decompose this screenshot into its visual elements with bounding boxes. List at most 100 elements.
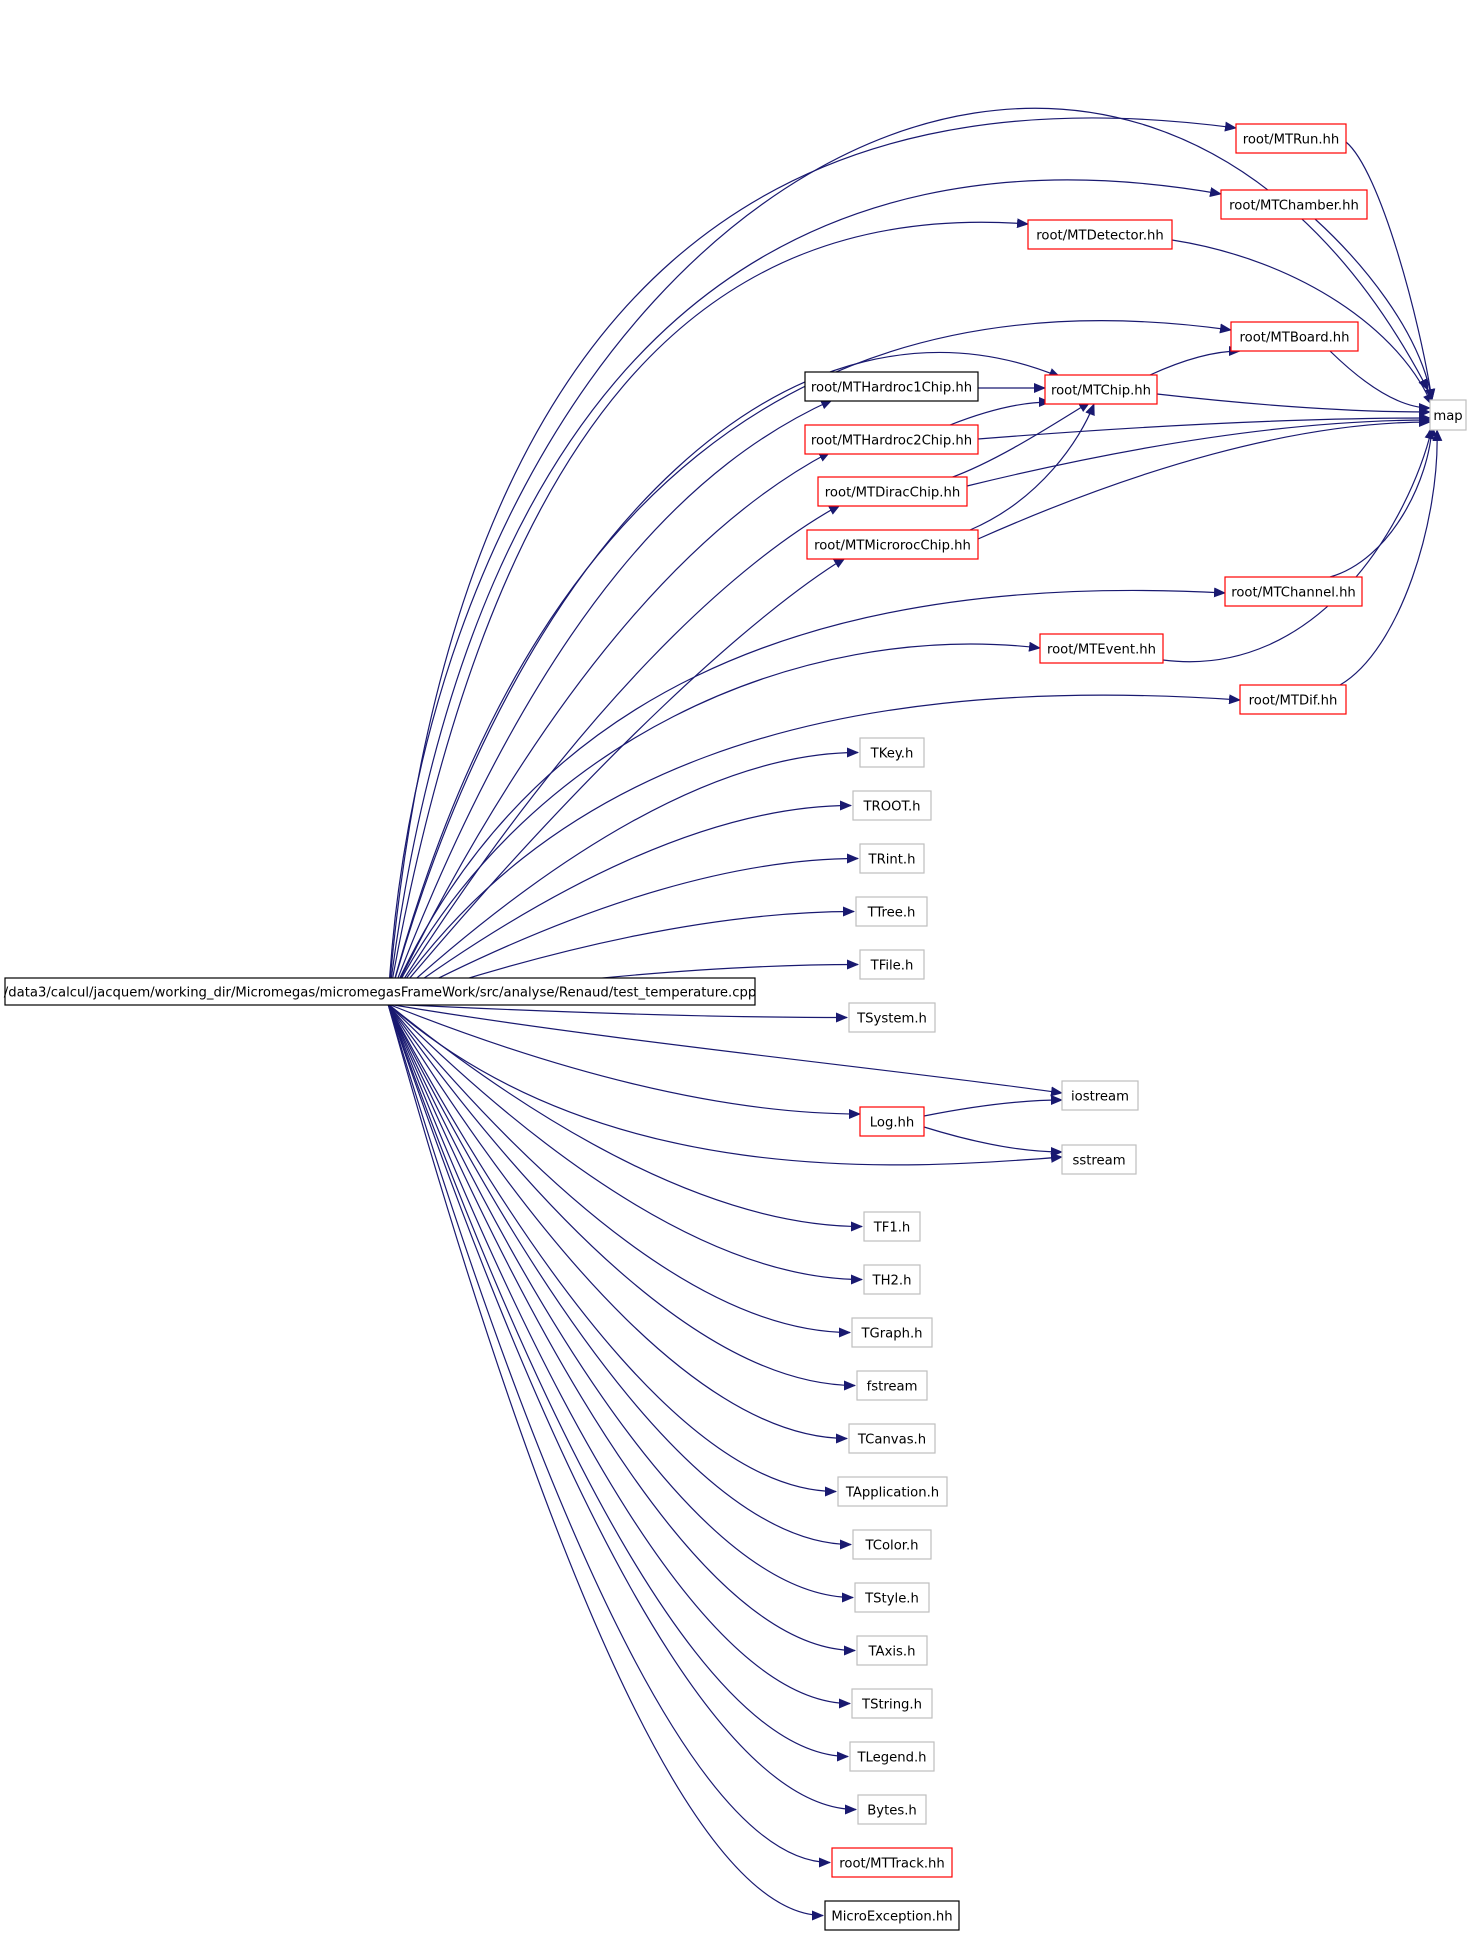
node-iostream[interactable]: iostream bbox=[1061, 1080, 1139, 1111]
node-ttree[interactable]: TTree.h bbox=[855, 896, 928, 927]
edge-mtrun-to-map bbox=[1345, 141, 1436, 401]
node-mtdif[interactable]: root/MTDif.hh bbox=[1239, 684, 1347, 715]
node-box[interactable] bbox=[1220, 189, 1368, 220]
node-tkey[interactable]: TKey.h bbox=[859, 737, 925, 768]
edge-arrow bbox=[387, 1003, 1063, 1166]
node-label: root/MTChamber.hh bbox=[1229, 199, 1359, 214]
node-mtevent[interactable]: root/MTEvent.hh bbox=[1039, 633, 1164, 664]
node-label: TH2.h bbox=[872, 1274, 912, 1289]
edge-arrow bbox=[387, 320, 1232, 1005]
node-tcolor[interactable]: TColor.h bbox=[852, 1529, 932, 1560]
node-box[interactable] bbox=[804, 371, 979, 402]
edge-arrow bbox=[387, 1003, 849, 1762]
node-box[interactable] bbox=[1230, 321, 1359, 352]
node-mthardroc2[interactable]: root/MTHardroc2Chip.hh bbox=[804, 424, 979, 455]
edge-root-to-loghh bbox=[387, 1003, 861, 1119]
node-mtchamber[interactable]: root/MTChamber.hh bbox=[1220, 189, 1368, 220]
node-box[interactable] bbox=[856, 1370, 928, 1401]
edge-arrow bbox=[387, 747, 859, 1005]
node-troot[interactable]: TROOT.h bbox=[852, 790, 932, 821]
node-label: root/MTHardroc1Chip.hh bbox=[811, 381, 972, 396]
node-box[interactable] bbox=[857, 1794, 927, 1825]
node-tcanvas[interactable]: TCanvas.h bbox=[848, 1423, 936, 1454]
node-box[interactable] bbox=[806, 529, 979, 560]
node-box[interactable] bbox=[851, 1688, 933, 1719]
node-trint[interactable]: TRint.h bbox=[859, 843, 925, 874]
node-box[interactable] bbox=[863, 1264, 921, 1295]
node-box[interactable] bbox=[1429, 399, 1467, 431]
node-loghh[interactable]: Log.hh bbox=[859, 1106, 925, 1137]
node-mtdetector[interactable]: root/MTDetector.hh bbox=[1027, 219, 1173, 250]
node-box[interactable] bbox=[855, 896, 928, 927]
node-box[interactable] bbox=[1039, 633, 1164, 664]
node-box[interactable] bbox=[824, 1900, 960, 1931]
node-box[interactable] bbox=[856, 1635, 928, 1666]
node-box[interactable] bbox=[863, 1211, 921, 1242]
node-label: TAxis.h bbox=[868, 1645, 916, 1660]
edge-arrow bbox=[387, 117, 1237, 1005]
node-box[interactable] bbox=[859, 843, 925, 874]
node-tsystem[interactable]: TSystem.h bbox=[848, 1002, 936, 1033]
edge-mthardroc2-to-mtchip bbox=[949, 397, 1051, 426]
node-mtchip[interactable]: root/MTChip.hh bbox=[1044, 374, 1158, 405]
node-microexception[interactable]: MicroException.hh bbox=[824, 1900, 960, 1931]
node-bytes[interactable]: Bytes.h bbox=[857, 1794, 927, 1825]
edge-root-to-tapplication bbox=[387, 1003, 837, 1497]
node-box[interactable] bbox=[1235, 123, 1347, 154]
node-box[interactable] bbox=[854, 1582, 930, 1613]
node-tstyle[interactable]: TStyle.h bbox=[854, 1582, 930, 1613]
node-label: TStyle.h bbox=[864, 1592, 919, 1607]
node-box[interactable] bbox=[837, 1476, 948, 1507]
node-box[interactable] bbox=[852, 1529, 932, 1560]
node-mtrun[interactable]: root/MTRun.hh bbox=[1235, 123, 1347, 154]
node-tapplication[interactable]: TApplication.h bbox=[837, 1476, 948, 1507]
node-box[interactable] bbox=[848, 1002, 936, 1033]
node-mthardroc1[interactable]: root/MTHardroc1Chip.hh bbox=[804, 371, 979, 402]
node-tlegend[interactable]: TLegend.h bbox=[849, 1741, 935, 1772]
node-mtmicroroc[interactable]: root/MTMicrorocChip.hh bbox=[806, 529, 979, 560]
node-box[interactable] bbox=[831, 1847, 953, 1878]
node-fstream[interactable]: fstream bbox=[856, 1370, 928, 1401]
edge-arrow bbox=[387, 587, 1226, 1005]
edge-root-to-microexception bbox=[387, 1003, 824, 1921]
edge-root-to-mttrack bbox=[387, 1003, 831, 1868]
node-taxis[interactable]: TAxis.h bbox=[856, 1635, 928, 1666]
edge-root-to-tf1 bbox=[387, 1003, 863, 1232]
node-box[interactable] bbox=[4, 977, 756, 1006]
node-mtboard[interactable]: root/MTBoard.hh bbox=[1230, 321, 1359, 352]
node-box[interactable] bbox=[852, 790, 932, 821]
node-box[interactable] bbox=[859, 949, 925, 980]
node-box[interactable] bbox=[1239, 684, 1347, 715]
node-box[interactable] bbox=[804, 424, 979, 455]
edge-root-to-trint bbox=[387, 853, 859, 1005]
node-label: MicroException.hh bbox=[831, 1910, 952, 1925]
node-label: root/MTDiracChip.hh bbox=[825, 486, 960, 501]
node-box[interactable] bbox=[859, 1106, 925, 1137]
node-box[interactable] bbox=[817, 476, 968, 507]
edge-mtdetector-to-map bbox=[1171, 239, 1433, 406]
node-box[interactable] bbox=[851, 1317, 933, 1348]
node-mtchannel[interactable]: root/MTChannel.hh bbox=[1224, 576, 1363, 607]
edge-arrow bbox=[387, 1003, 852, 1550]
node-map[interactable]: map bbox=[1429, 399, 1467, 431]
node-th2[interactable]: TH2.h bbox=[863, 1264, 921, 1295]
node-box[interactable] bbox=[848, 1423, 936, 1454]
node-tgraph[interactable]: TGraph.h bbox=[851, 1317, 933, 1348]
node-mttrack[interactable]: root/MTTrack.hh bbox=[831, 1847, 953, 1878]
node-box[interactable] bbox=[1044, 374, 1158, 405]
node-box[interactable] bbox=[1224, 576, 1363, 607]
node-mtdirac[interactable]: root/MTDiracChip.hh bbox=[817, 476, 968, 507]
node-sstream[interactable]: sstream bbox=[1061, 1144, 1137, 1175]
node-tstring[interactable]: TString.h bbox=[851, 1688, 933, 1719]
node-root[interactable]: /data3/calcul/jacquem/working_dir/Microm… bbox=[4, 977, 756, 1006]
node-box[interactable] bbox=[1027, 219, 1173, 250]
node-box[interactable] bbox=[849, 1741, 935, 1772]
node-box[interactable] bbox=[1061, 1080, 1139, 1111]
edge-root-to-th2 bbox=[387, 1003, 863, 1285]
node-tfile[interactable]: TFile.h bbox=[859, 949, 925, 980]
node-tf1[interactable]: TF1.h bbox=[863, 1211, 921, 1242]
node-box[interactable] bbox=[1061, 1144, 1137, 1175]
edge-root-to-tstring bbox=[387, 1003, 851, 1709]
node-box[interactable] bbox=[859, 737, 925, 768]
